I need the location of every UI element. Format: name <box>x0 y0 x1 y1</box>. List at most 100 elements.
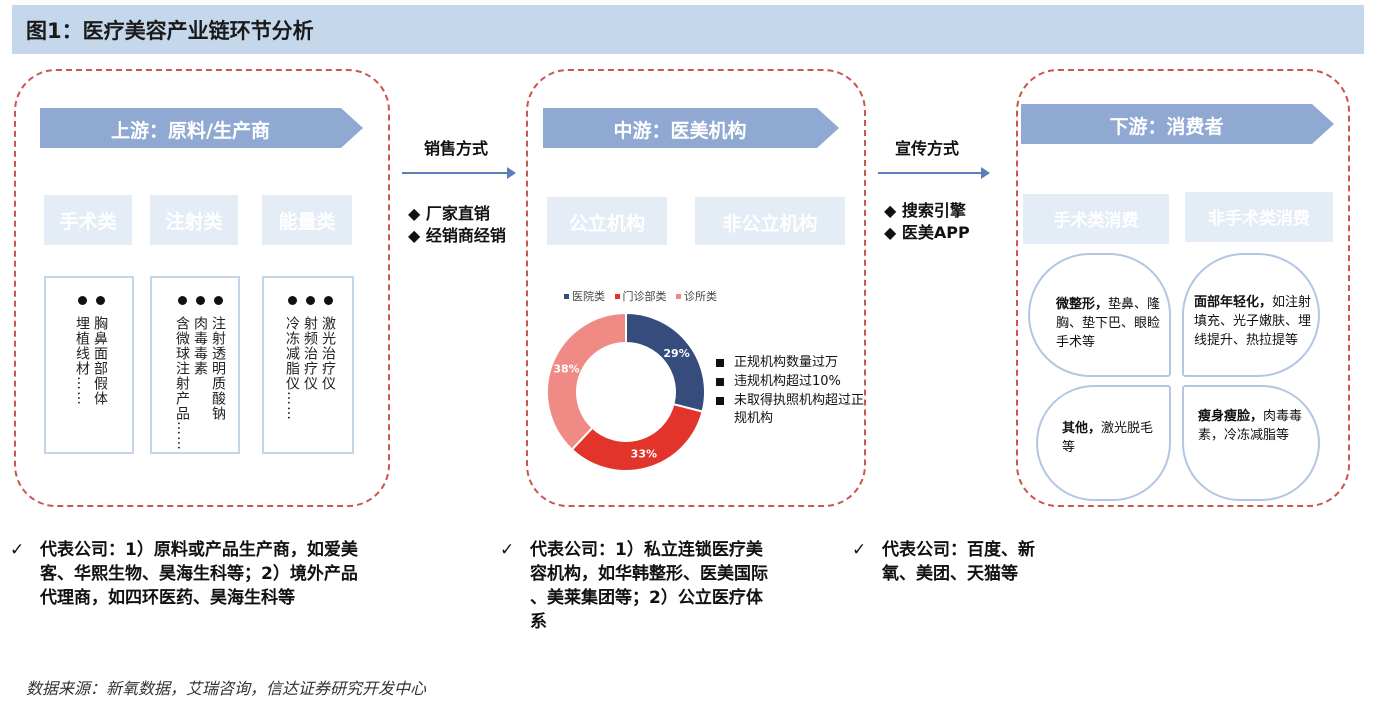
category-public: 公立机构 <box>547 197 667 245</box>
page-title: 图1：医疗美容产业链环节分析 <box>26 19 314 43</box>
source-note: 数据来源：新氧数据，艾瑞咨询，信达证券研究开发中心 <box>26 679 427 698</box>
downstream-header: 下游：消费者 <box>1021 104 1334 144</box>
rep-line: 客、华熙生物、昊海生科等；2）境外产品 <box>40 564 358 584</box>
bullet-dot <box>78 296 87 305</box>
bullet-dot <box>288 296 297 305</box>
note-item: 未取得执照机构超过正规机构 <box>716 392 866 428</box>
category-surgical: 手术类 <box>44 195 132 245</box>
rep-line: 、美莱集团等；2）公立医疗体 <box>530 588 763 608</box>
bullet-dot <box>324 296 333 305</box>
bubble-bold: 瘦身瘦脸， <box>1198 409 1264 424</box>
category-injection: 注射类 <box>150 195 238 245</box>
upstream-representatives: ✓ 代表公司：1）原料或产品生产商，如爱美 客、华熙生物、昊海生科等；2）境外产… <box>10 538 450 618</box>
note-text: 违规机构超过10% <box>734 374 841 389</box>
sales-method-item: ◆ 经销商经销 <box>408 226 506 245</box>
note-text: 正规机构数量过万 <box>734 355 839 370</box>
category-surgical-consumption: 手术类消费 <box>1023 194 1169 244</box>
list-item: 注射透明质酸钠 <box>210 316 226 421</box>
legend-entry: 门诊部类 <box>622 290 667 303</box>
note-item: 违规机构超过10% <box>716 373 866 391</box>
donut-label-1: 33% <box>631 447 657 460</box>
sales-method-label: 销售方式 <box>424 139 489 158</box>
check-icon: ✓ <box>852 540 867 560</box>
category-public-label: 公立机构 <box>568 213 645 235</box>
list-item: 胸鼻面部假体 <box>92 316 108 406</box>
injection-list: 注射透明质酸钠 肉毒毒素 含微球注射产品…… <box>150 276 240 454</box>
upstream-header: 上游：原料/生产商 <box>40 108 363 148</box>
check-icon: ✓ <box>500 540 515 560</box>
list-item: 肉毒毒素 <box>192 316 208 376</box>
midstream-notes: 正规机构数量过万 违规机构超过10% 未取得执照机构超过正规机构 <box>716 354 866 429</box>
rep-line: 代表公司：1）原料或产品生产商，如爱美 <box>40 540 358 560</box>
list-item: 冷冻减脂仪…… <box>284 316 300 421</box>
rep-line: 系 <box>530 612 547 632</box>
upstream-header-label: 上游：原料/生产商 <box>111 120 270 142</box>
midstream-header-label: 中游：医美机构 <box>613 120 747 142</box>
midstream-representatives: ✓ 代表公司：1）私立连锁医疗美 容机构，如华韩整形、医美国际 、美莱集团等；2… <box>500 538 830 638</box>
list-item: 激光治疗仪 <box>320 316 336 391</box>
bubble-bold: 面部年轻化， <box>1194 295 1273 310</box>
legend-entry: 医院类 <box>572 290 605 303</box>
category-nonsurgical-consumption: 非手术类消费 <box>1185 192 1333 242</box>
donut-label-2: 38% <box>553 362 579 375</box>
flow-arrow <box>402 167 516 179</box>
category-private-label: 非公立机构 <box>722 213 818 235</box>
legend-swatch <box>676 293 681 299</box>
check-icon: ✓ <box>10 540 25 560</box>
midstream-header: 中游：医美机构 <box>543 108 839 148</box>
note-item: 正规机构数量过万 <box>716 354 866 372</box>
promotion-method-label: 宣传方式 <box>895 139 960 158</box>
donut-slice-1 <box>570 402 704 472</box>
category-energy: 能量类 <box>262 195 352 245</box>
legend-entry: 诊所类 <box>684 290 717 303</box>
rep-line: 代理商，如四环医药、昊海生科等 <box>40 588 295 608</box>
donut-label-0: 29% <box>663 347 689 360</box>
bullet-dot <box>214 296 223 305</box>
donut-slice-2 <box>546 311 627 452</box>
legend-swatch <box>614 293 620 299</box>
list-item: 埋植线材…… <box>74 316 90 406</box>
bubble-facial-rejuvenation: 面部年轻化，如注射填充、光子嫩肤、埋线提升、热拉提等 <box>1182 253 1320 377</box>
promotion-method-item: ◆ 医美APP <box>884 223 970 242</box>
note-text: 未取得执照机构超过正规机构 <box>734 393 865 426</box>
energy-list: 激光治疗仪 射频治疗仪 冷冻减脂仪…… <box>262 276 354 454</box>
surgical-list: 胸鼻面部假体 埋植线材…… <box>44 276 134 454</box>
downstream-header-label: 下游：消费者 <box>1109 116 1224 138</box>
bubble-bold: 微整形， <box>1056 297 1109 312</box>
bubble-bold: 其他， <box>1062 421 1102 436</box>
donut-slice-0 <box>625 311 706 413</box>
downstream-representatives: ✓ 代表公司：百度、新 氧、美团、天猫等 <box>852 538 1092 594</box>
bullet-dot <box>306 296 315 305</box>
bubble-text: 垫鼻、隆胸、垫下巴、眼睑手术等 <box>1056 297 1161 350</box>
category-surgical-label: 手术类 <box>59 211 117 233</box>
flow-arrow <box>878 167 990 179</box>
note-bullet <box>716 359 724 367</box>
bubble-text: 激光脱毛等 <box>1062 421 1154 455</box>
category-private: 非公立机构 <box>695 197 845 245</box>
bubble-slimming: 瘦身瘦脸，肉毒毒素，冷冻减脂等 <box>1182 385 1320 501</box>
note-bullet <box>716 397 724 405</box>
bubble-text: 如注射填充、光子嫩肤、埋线提升、热拉提等 <box>1194 295 1312 348</box>
bullet-dot <box>196 296 205 305</box>
rep-line: 容机构，如华韩整形、医美国际 <box>530 564 768 584</box>
category-surgical-consumption-label: 手术类消费 <box>1053 211 1139 231</box>
rep-line: 代表公司：1）私立连锁医疗美 <box>530 540 763 560</box>
legend-swatch <box>564 293 569 299</box>
rep-line: 代表公司：百度、新 <box>882 540 1035 560</box>
donut-chart: 29% 33% 38% <box>546 311 706 472</box>
chart-legend: 医院类 门诊部类 诊所类 <box>558 288 717 304</box>
rep-line: 氧、美团、天猫等 <box>882 564 1018 584</box>
sales-method-item: ◆ 厂家直销 <box>408 204 490 223</box>
category-injection-label: 注射类 <box>165 211 223 233</box>
bubble-micro-plastic: 微整形，垫鼻、隆胸、垫下巴、眼睑手术等 <box>1028 253 1171 377</box>
note-bullet <box>716 378 724 386</box>
bubble-text: 肉毒毒素，冷冻减脂等 <box>1198 409 1303 443</box>
promotion-method-item: ◆ 搜索引擎 <box>884 201 966 220</box>
category-energy-label: 能量类 <box>278 211 336 233</box>
bullet-dot <box>96 296 105 305</box>
list-item: 射频治疗仪 <box>302 316 318 391</box>
category-nonsurgical-consumption-label: 非手术类消费 <box>1208 209 1310 229</box>
bullet-dot <box>178 296 187 305</box>
list-item: 含微球注射产品…… <box>174 316 190 451</box>
bubble-other: 其他，激光脱毛等 <box>1036 385 1171 501</box>
